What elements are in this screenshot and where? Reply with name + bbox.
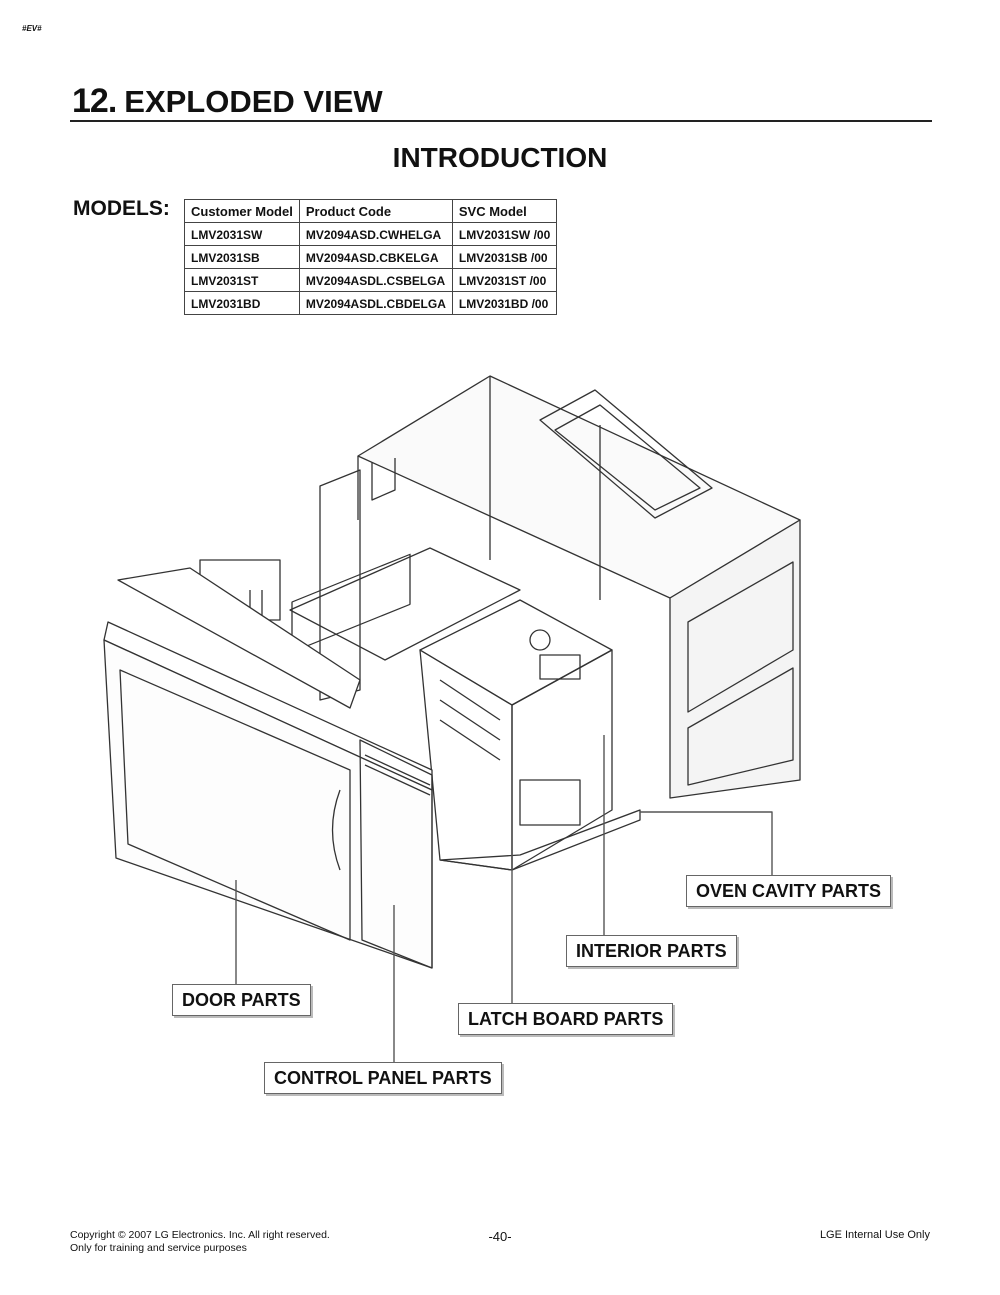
cell-customer-model: LMV2031SB [184, 245, 300, 269]
leader-lines [235, 735, 773, 1062]
page-number: -40- [488, 1229, 512, 1244]
document-code: #EV# [22, 24, 42, 33]
header-product-code: Product Code [298, 199, 453, 223]
models-table: Customer Model Product Code SVC Model LM… [184, 199, 558, 315]
header-customer-model: Customer Model [184, 199, 300, 223]
outer-cabinet [357, 375, 801, 799]
cell-product-code: MV2094ASD.CBKELGA [298, 245, 453, 269]
footer-copyright: Copyright © 2007 LG Electronics. Inc. Al… [70, 1229, 330, 1255]
cell-svc-model: LMV2031SB /00 [451, 245, 558, 269]
models-label: MODELS: [73, 197, 170, 220]
training-notice: Only for training and service purposes [70, 1242, 247, 1254]
table-row: LMV2031ST MV2094ASDL.CSBELGA LMV2031ST /… [184, 268, 558, 292]
latch-board-parts-callout: LATCH BOARD PARTS [458, 1003, 674, 1035]
cell-customer-model: LMV2031ST [184, 268, 300, 292]
cell-svc-model: LMV2031BD /00 [451, 291, 558, 315]
section-number: 12. [72, 82, 117, 120]
table-header-row: Customer Model Product Code SVC Model [184, 199, 558, 223]
control-panel-parts-callout: CONTROL PANEL PARTS [264, 1062, 502, 1094]
table-row: LMV2031SW MV2094ASD.CWHELGA LMV2031SW /0… [184, 222, 558, 246]
header-svc-model: SVC Model [451, 199, 558, 223]
cell-svc-model: LMV2031ST /00 [451, 268, 558, 292]
copyright-text: Copyright © 2007 LG Electronics. Inc. Al… [70, 1229, 330, 1241]
interior-parts-callout: INTERIOR PARTS [566, 935, 737, 967]
cell-product-code: MV2094ASDL.CBDELGA [298, 291, 453, 315]
table-row: LMV2031BD MV2094ASDL.CBDELGA LMV2031BD /… [184, 291, 558, 315]
cell-svc-model: LMV2031SW /00 [451, 222, 558, 246]
door-assembly [103, 567, 433, 969]
cell-customer-model: LMV2031BD [184, 291, 300, 315]
cell-product-code: MV2094ASDL.CSBELGA [298, 268, 453, 292]
intro-heading: INTRODUCTION [392, 142, 608, 173]
section-title: 12.EXPLODED VIEW [72, 82, 383, 121]
internal-use-notice: LGE Internal Use Only [819, 1229, 930, 1241]
title-underline [70, 120, 932, 122]
cell-product-code: MV2094ASD.CWHELGA [298, 222, 453, 246]
cell-customer-model: LMV2031SW [184, 222, 300, 246]
table-row: LMV2031SB MV2094ASD.CBKELGA LMV2031SB /0… [184, 245, 558, 269]
section-title-text: EXPLODED VIEW [124, 84, 383, 119]
exploded-view-diagram [103, 375, 801, 1062]
oven-cavity-parts-callout: OVEN CAVITY PARTS [686, 875, 892, 907]
door-parts-callout: DOOR PARTS [172, 984, 311, 1016]
